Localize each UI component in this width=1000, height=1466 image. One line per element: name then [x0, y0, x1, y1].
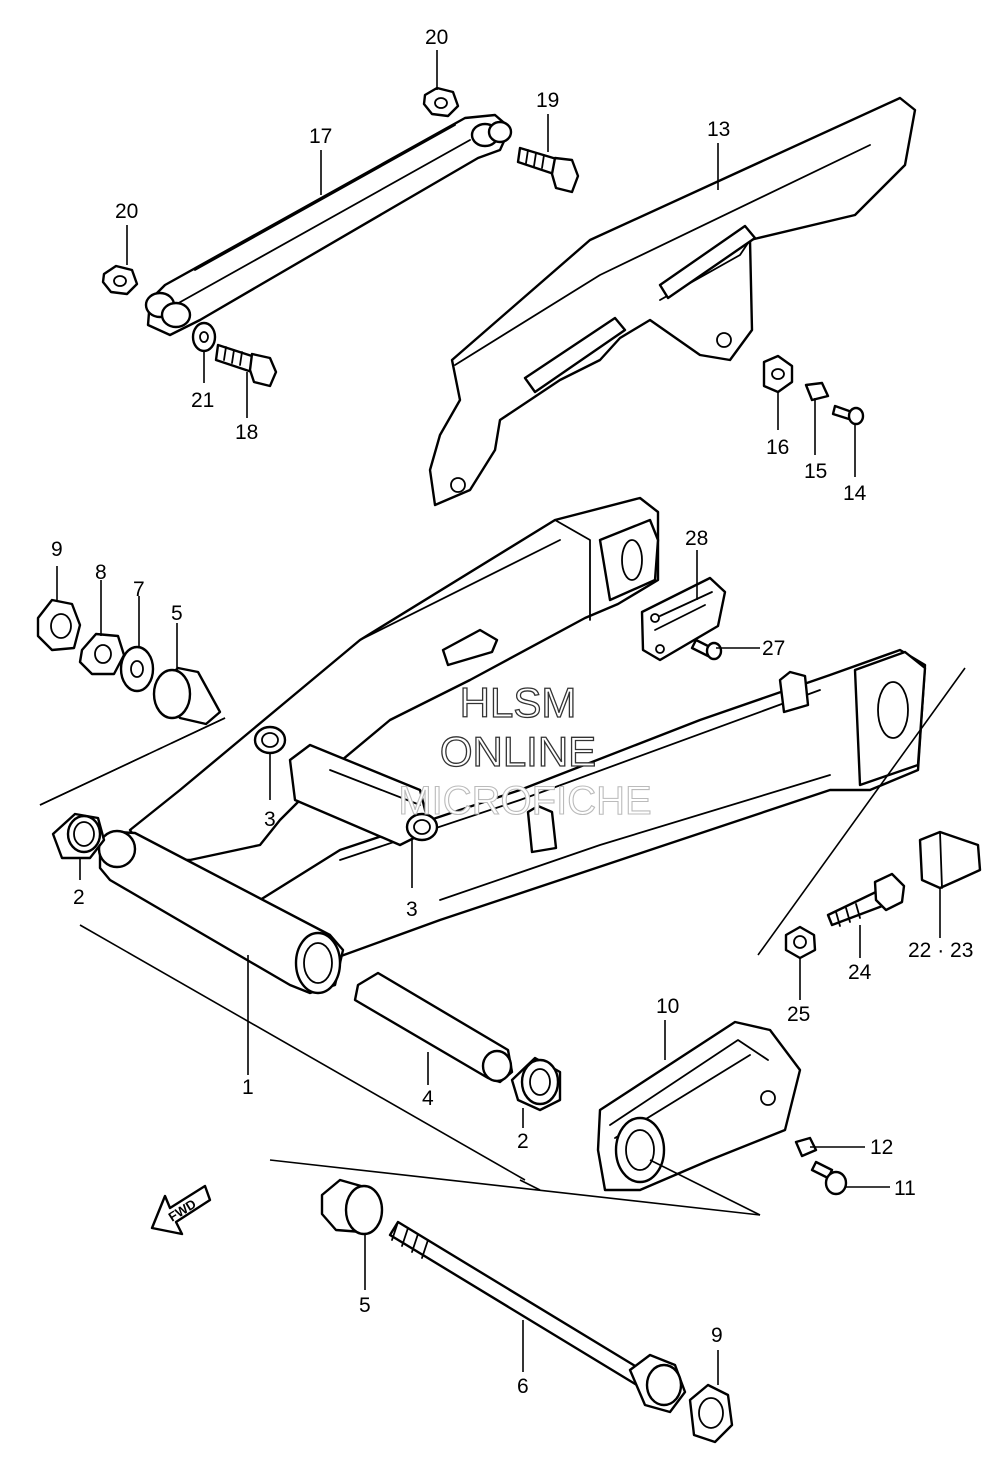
callout-5-lower: 5 — [359, 1294, 371, 1317]
swingarm — [97, 496, 927, 995]
callout-21: 21 — [191, 389, 214, 412]
watermark: HLSM ONLINE MICROFICHE — [398, 678, 652, 823]
nut-20-upper — [422, 86, 460, 118]
bushing-5-lower — [320, 1178, 384, 1236]
bolt-24 — [826, 872, 906, 927]
spacer-12 — [794, 1136, 818, 1158]
callout-15: 15 — [804, 460, 827, 483]
callout-4: 4 — [422, 1087, 434, 1110]
dust-cap-9-lower — [688, 1383, 734, 1444]
leader-lines — [39, 50, 966, 1385]
callout-19: 19 — [536, 89, 559, 112]
bolt-18 — [214, 343, 278, 388]
callout-2-right: 2 — [517, 1130, 529, 1153]
callout-22-23: 22 · 23 — [908, 939, 973, 962]
watermark-line-2: ONLINE — [440, 728, 596, 775]
callout-17: 17 — [309, 125, 332, 148]
collar-16 — [762, 354, 794, 394]
torque-link — [144, 113, 513, 337]
watermark-line-1: HLSM — [460, 679, 577, 726]
callout-5-left: 5 — [171, 602, 183, 625]
guide-plate-28 — [640, 576, 727, 662]
washer-7 — [119, 645, 155, 693]
callout-11: 11 — [894, 1177, 916, 1200]
clip-22-23 — [918, 830, 982, 890]
callout-10: 10 — [656, 995, 679, 1018]
callout-7: 7 — [133, 578, 145, 601]
bushing-5-left — [152, 666, 222, 726]
bolt-19 — [516, 146, 580, 194]
bearing-2-left — [51, 812, 106, 860]
dust-cap-9-left — [36, 598, 82, 652]
callout-12: 12 — [870, 1136, 893, 1159]
callout-labels: 20 19 17 13 20 21 18 16 15 14 28 9 8 7 5… — [51, 26, 973, 1398]
washer-21 — [191, 321, 217, 353]
callout-27: 27 — [762, 637, 785, 660]
nut-8 — [78, 632, 126, 676]
screw-27 — [690, 638, 723, 661]
callout-28: 28 — [685, 527, 708, 550]
pivot-shaft-6 — [388, 1220, 687, 1414]
nut-20-lower — [101, 264, 139, 296]
callout-20-upper: 20 — [425, 26, 448, 49]
screw-14 — [831, 404, 865, 426]
callout-8: 8 — [95, 561, 107, 584]
callout-2-left: 2 — [73, 886, 85, 909]
callout-9-left: 9 — [51, 538, 63, 561]
watermark-line-3: MICROFICHE — [398, 779, 651, 823]
callout-1: 1 — [242, 1076, 254, 1099]
callout-14: 14 — [843, 482, 867, 505]
fwd-arrow-icon: FWD — [150, 1184, 212, 1236]
washer-25 — [784, 925, 817, 960]
chain-buffer-10 — [596, 1020, 802, 1192]
pivot-spacer-4 — [353, 971, 514, 1084]
callout-24: 24 — [848, 961, 872, 984]
bearing-2-right — [510, 1056, 562, 1112]
callout-6: 6 — [517, 1375, 529, 1398]
callout-16: 16 — [766, 436, 789, 459]
screw-11 — [810, 1160, 848, 1196]
callout-3-left: 3 — [264, 808, 276, 831]
callout-9-lower: 9 — [711, 1324, 723, 1347]
callout-25: 25 — [787, 1003, 810, 1026]
callout-3-right: 3 — [406, 898, 418, 921]
chain-cover — [428, 96, 917, 507]
callout-18: 18 — [235, 421, 258, 444]
callout-20-lower: 20 — [115, 200, 138, 223]
spacer-15 — [804, 381, 830, 402]
callout-13: 13 — [707, 118, 730, 141]
